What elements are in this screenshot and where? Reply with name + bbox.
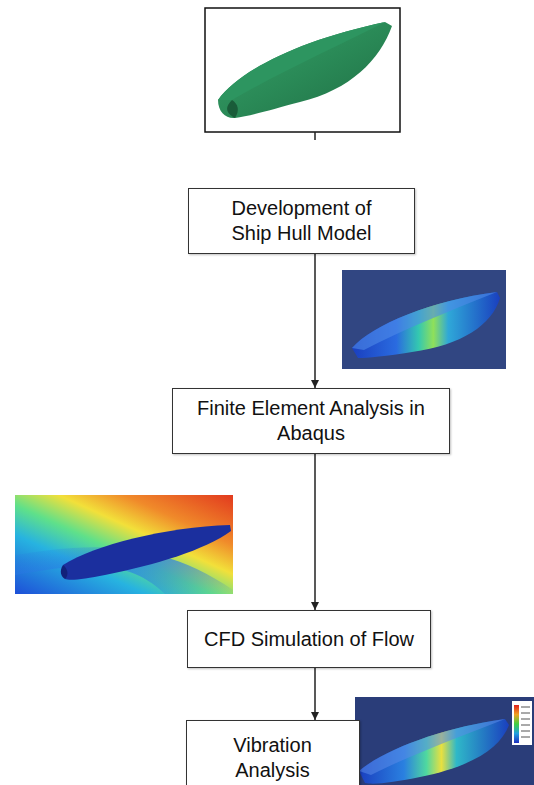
box-label: Vibration Analysis [198, 733, 348, 783]
process-box: CFD Simulation of Flow [187, 610, 431, 668]
box-label: Development of Ship Hull Model [212, 196, 392, 246]
process-box: Development of Ship Hull Model [188, 188, 415, 254]
process-box: Finite Element Analysis in Abaqus [172, 388, 450, 454]
vibration-image [355, 697, 534, 785]
flow-arrow [314, 454, 316, 610]
flow-arrow [314, 254, 316, 388]
flow-arrow [314, 668, 316, 720]
process-box: Vibration Analysis [186, 720, 360, 785]
fea-image [342, 270, 506, 369]
cfd-image [15, 495, 233, 594]
hull-model-image [0, 0, 534, 140]
box-label: Finite Element Analysis in Abaqus [191, 396, 431, 446]
box-label: CFD Simulation of Flow [204, 627, 414, 652]
